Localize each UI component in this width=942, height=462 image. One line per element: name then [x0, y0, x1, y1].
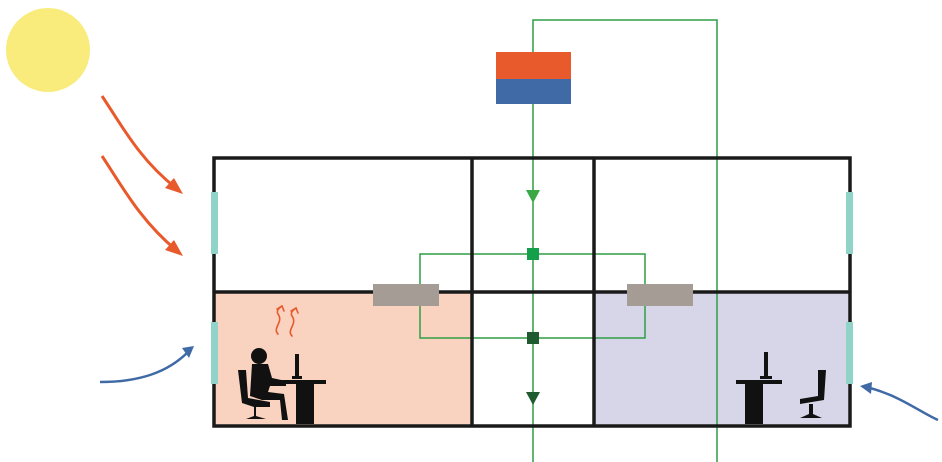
- air-diffuser-icon: [627, 284, 693, 306]
- cool-room: [594, 292, 850, 426]
- building-outline: [212, 156, 852, 428]
- desk-top: [280, 380, 326, 384]
- person-body: [250, 364, 288, 420]
- heat-pump-hot-side: [496, 52, 571, 79]
- window-right-lower: [846, 322, 853, 384]
- heat-pump-icon: [496, 52, 571, 104]
- heat-pump-cold-side: [496, 79, 571, 104]
- desk-leg: [745, 384, 763, 424]
- monitor-stand: [760, 376, 772, 379]
- heat-arrow-icon: [100, 155, 177, 252]
- cold-air-arrow-icon: [182, 346, 194, 358]
- windows: [211, 192, 853, 384]
- chair: [238, 370, 270, 419]
- window-left-upper: [211, 192, 218, 254]
- desk-top: [736, 380, 782, 384]
- cold-air-arrow-icon: [860, 382, 872, 394]
- cold-air-arrow-icon: [99, 351, 189, 384]
- window-right-upper: [846, 192, 853, 254]
- monitor-stand: [292, 376, 302, 379]
- heat-arrow-icon: [165, 178, 183, 194]
- monitor: [295, 354, 299, 376]
- solar-heat-arrows: [100, 95, 183, 256]
- heat-arrow-icon: [100, 95, 177, 190]
- cold-air-arrows: [99, 346, 939, 422]
- flow-arrow-icon: [526, 190, 540, 203]
- chair-base: [800, 404, 822, 418]
- sun-icon: [6, 8, 90, 92]
- cold-air-arrow-icon: [869, 386, 939, 422]
- air-diffuser-icon: [373, 284, 439, 306]
- desk-leg: [296, 384, 314, 424]
- heat-squiggle-head: [290, 306, 299, 314]
- heat-squiggle-head: [276, 304, 285, 312]
- person-head: [251, 348, 267, 364]
- window-left-lower: [211, 322, 218, 384]
- junction-node-icon: [527, 248, 539, 260]
- junction-node-icon: [527, 332, 539, 344]
- person-at-desk-icon: [238, 348, 326, 424]
- heat-rising-icon: [275, 304, 299, 337]
- flow-arrow-icon: [526, 392, 540, 405]
- heat-arrow-icon: [165, 240, 183, 256]
- empty-desk-icon: [736, 352, 826, 424]
- monitor: [764, 352, 768, 376]
- chair: [800, 370, 826, 404]
